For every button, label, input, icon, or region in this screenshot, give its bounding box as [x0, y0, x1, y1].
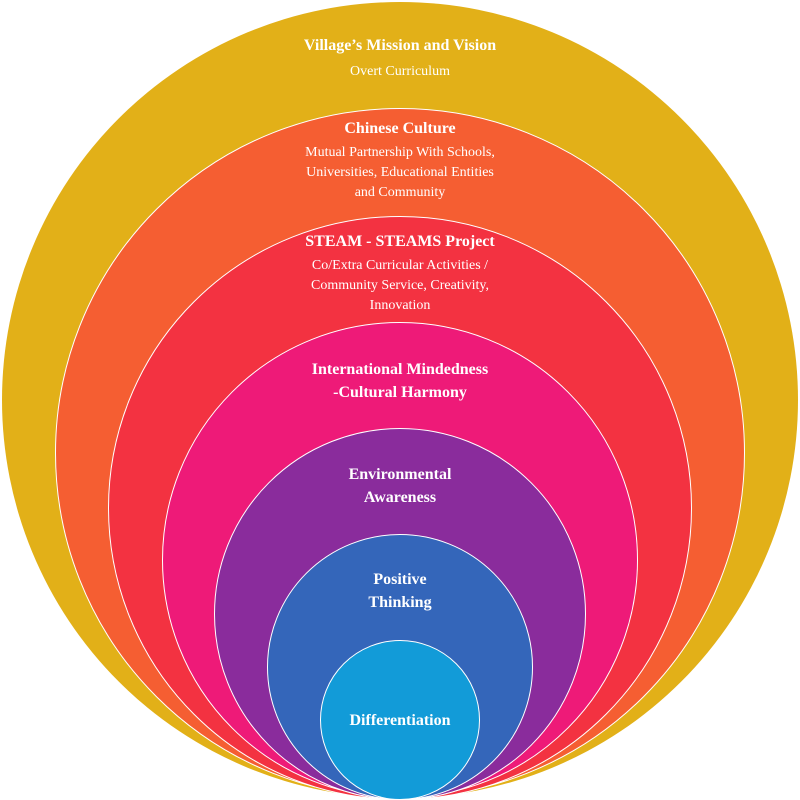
- steam-label-group: STEAM - STEAMS Project Co/Extra Curricul…: [0, 232, 800, 316]
- positive-label-group: Positive Thinking: [0, 568, 800, 614]
- environmental-title: Environmental Awareness: [0, 463, 800, 509]
- steam-subtitle: Co/Extra Curricular Activities / Communi…: [0, 256, 800, 316]
- culture-label-group: Chinese Culture Mutual Partnership With …: [0, 119, 800, 203]
- steam-subtitle-line: Co/Extra Curricular Activities /: [311, 258, 489, 273]
- culture-subtitle-line: and Community: [354, 185, 446, 200]
- culture-subtitle-line: Universities, Educational Entities: [306, 165, 494, 180]
- environmental-title-line: Awareness: [363, 489, 437, 506]
- steam-title: STEAM - STEAMS Project: [305, 233, 495, 250]
- ring-differentiation: [320, 640, 480, 800]
- differentiation-title: Differentiation: [349, 712, 451, 729]
- environmental-title-line: Environmental: [348, 466, 452, 483]
- positive-title-line: Thinking: [368, 594, 432, 611]
- mission-subtitle-line: Overt Curriculum: [350, 64, 450, 79]
- differentiation-label-group: Differentiation: [0, 711, 800, 731]
- international-title-line: -Cultural Harmony: [333, 384, 467, 401]
- positive-title: Positive Thinking: [0, 568, 800, 614]
- positive-title-line: Positive: [373, 571, 427, 588]
- culture-title: Chinese Culture: [344, 120, 456, 137]
- steam-subtitle-line: Innovation: [369, 298, 431, 313]
- international-label-group: International Mindedness -Cultural Harmo…: [0, 358, 800, 404]
- steam-subtitle-line: Community Service, Creativity,: [311, 278, 489, 293]
- culture-subtitle-line: Mutual Partnership With Schools,: [305, 145, 495, 160]
- culture-subtitle: Mutual Partnership With Schools, Univers…: [0, 143, 800, 203]
- environmental-label-group: Environmental Awareness: [0, 463, 800, 509]
- mission-title: Village’s Mission and Vision: [303, 37, 497, 54]
- mission-label-group: Village’s Mission and Vision Overt Curri…: [0, 36, 800, 82]
- mission-subtitle: Overt Curriculum: [0, 62, 800, 82]
- international-title-line: International Mindedness: [311, 361, 489, 378]
- international-title: International Mindedness -Cultural Harmo…: [0, 358, 800, 404]
